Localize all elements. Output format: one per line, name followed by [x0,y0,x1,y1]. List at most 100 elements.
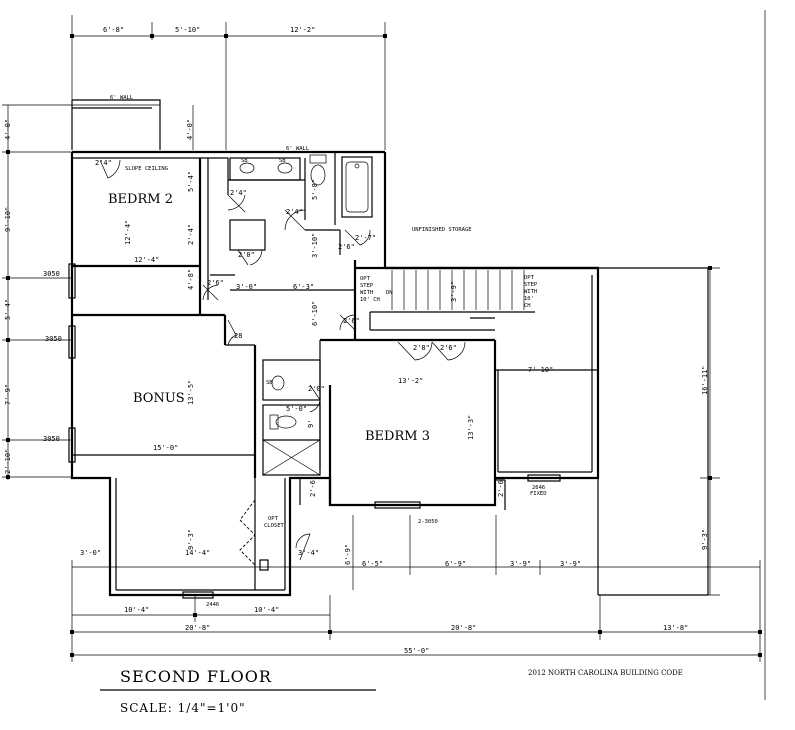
dim-top-3: 12'-2" [290,26,315,34]
dim-bonus-width: 15'-0" [153,444,178,452]
dim-j: 6'-3" [293,283,314,291]
dim-left-2: 9'-10" [4,207,12,232]
dim-b-3-0: 3'-0" [80,549,101,557]
window-2646: 2646 [532,485,545,491]
note-opt-closet-2: CLOSET [264,523,285,529]
dim-b-6-5: 6'-5" [362,560,383,568]
room-bedrm-2: BEDRM 2 [108,192,173,207]
note-opt-stair-l-1: OPT [360,276,371,282]
fixture-sink-b: SB [279,158,286,164]
note-opt-closet-1: OPT [268,516,279,522]
note-opt-stair-r-5: CH [524,303,531,309]
dim-left-5: 2'-10" [4,449,12,474]
note-slope-ceiling: SLOPE CEILING [125,166,168,172]
note-opt-stair-r-4: 10' [524,296,534,302]
dim-e: 2'-4" [187,224,195,245]
window-3050-b: 3050 [45,335,62,343]
dim-left-1: 4'-0" [4,119,12,140]
dim-bonus-depth: 13'-5" [187,380,195,405]
dim-b-9-3: 9'-3" [187,529,195,550]
opt-closet-outline [239,499,256,575]
dim-l: 2'6" [338,243,355,251]
dim-p: 2'6" [343,317,360,325]
dim-d: 5'-4" [187,171,195,192]
dim-i: 3'-0" [236,283,257,291]
dim-b-9-3r: 9'-3" [701,529,709,550]
dim-inner-4-0: 4'-0" [186,119,194,140]
dim-bot-10-4a: 10'-4" [124,606,149,614]
dim-k: 3'-10" [311,233,319,258]
dim-s-2-6b: 2'-6" [309,476,317,497]
dim-left-4: 7'-9" [4,384,12,405]
dim-u: 13'-2" [398,377,423,385]
title-block: SECOND FLOOR SCALE: 1/4"=1'0" 2012 NORTH… [120,667,683,715]
door-swings [99,159,466,561]
dim-b-6-9b: 6'-9" [445,560,466,568]
walls [70,99,709,597]
opt-closet-post [259,559,269,571]
window-fixed: FIXED [530,491,547,497]
dim-b-6-9: 6'-9" [344,544,352,565]
dim-stor-16-11: 16'-11" [701,365,709,395]
dim-left-3: 5'-4" [4,299,12,320]
fixture-sink-a: SB [241,158,248,164]
dim-n: 5'-8" [311,179,319,200]
note-sb: SB [266,380,273,386]
dim-b-14-4: 14'-4" [185,549,210,557]
note-opt-stair-l-2: STEP [360,283,374,289]
note-opt-stair-r-1: OPT [524,275,535,281]
dim-stor-7-10: 7'-10" [528,366,553,374]
notes: 6' WALL 6' WALL SLOPE CEILING UNFINISHED… [43,95,547,608]
dim-t: 2'0" [308,385,325,393]
dim-g: 4'-8" [187,269,195,290]
windows [68,263,561,599]
dim-r: 2'8" [413,344,430,352]
note-6-wall-bath: 6' WALL [286,146,310,152]
dim-s-2-6c: 2'-6" [497,476,505,497]
dim-b: 2'4" [230,189,247,197]
dim-h: 2'6" [207,279,224,287]
dim-b-3-9: 3'-9" [510,560,531,568]
dim-b-3-9b: 3'-9" [560,560,581,568]
room-bedrm-3: BEDRM 3 [365,429,430,444]
note-6-wall-top: 6' WALL [110,95,134,101]
dim-b2-width: 12'-4" [134,256,159,264]
dim-c: 2'4" [286,208,303,216]
dim-f: 2'0" [238,251,255,259]
dim-bot-13-8: 13'-8" [663,624,688,632]
plan-scale: SCALE: 1/4"=1'0" [120,701,246,715]
dim-s: 2'6" [440,344,457,352]
note-opt-stair-r-3: WITH [524,289,537,295]
room-labels: BEDRM 2 BONUS BEDRM 3 [108,192,430,444]
stair-risers [391,270,525,310]
dim-v: 13'-3" [467,415,475,440]
dim-bot-10-4b: 10'-4" [254,606,279,614]
dim-bath-5-0: 5'-0" [286,405,307,413]
note-opt-stair-l-3: WITH [360,290,373,296]
dimension-labels: 6'-8" 5'-10" 12'-2" 4'-0" 9'-10" 5'-4" 7… [4,26,709,655]
window-3050-c: 3050 [43,435,60,443]
dim-s-3-9: 3'-9" [450,281,458,302]
dim-bot-20-8a: 20'-8" [185,624,210,632]
window-2446: 2446 [206,602,219,608]
note-opt-stair-r-2: STEP [524,282,538,288]
dim-a: 2'4" [95,159,112,167]
dim-top-2: 5'-10" [175,26,200,34]
note-unfinished-storage: UNFINISHED STORAGE [412,227,472,233]
dim-q: 28 [234,332,242,340]
dim-m: 2'-7" [355,234,376,242]
fixtures [239,154,369,430]
dim-b-3-4: 3'-4" [298,549,319,557]
dim-top-1: 6'-8" [103,26,124,34]
note-dn: DN [386,290,393,296]
dim-bath-9: 9' [307,420,315,428]
dim-bot-20-8b: 20'-8" [451,624,476,632]
window-2-3050: 2-3050 [418,519,438,525]
building-code: 2012 NORTH CAROLINA BUILDING CODE [528,669,683,677]
dim-o: 6'-10" [311,301,319,326]
dimension-lines [2,10,766,700]
window-3050-a: 3050 [43,270,60,278]
room-bonus: BONUS [133,391,185,406]
dim-overall: 55'-0" [404,647,429,655]
note-opt-stair-l-4: 10' CH [360,297,380,303]
